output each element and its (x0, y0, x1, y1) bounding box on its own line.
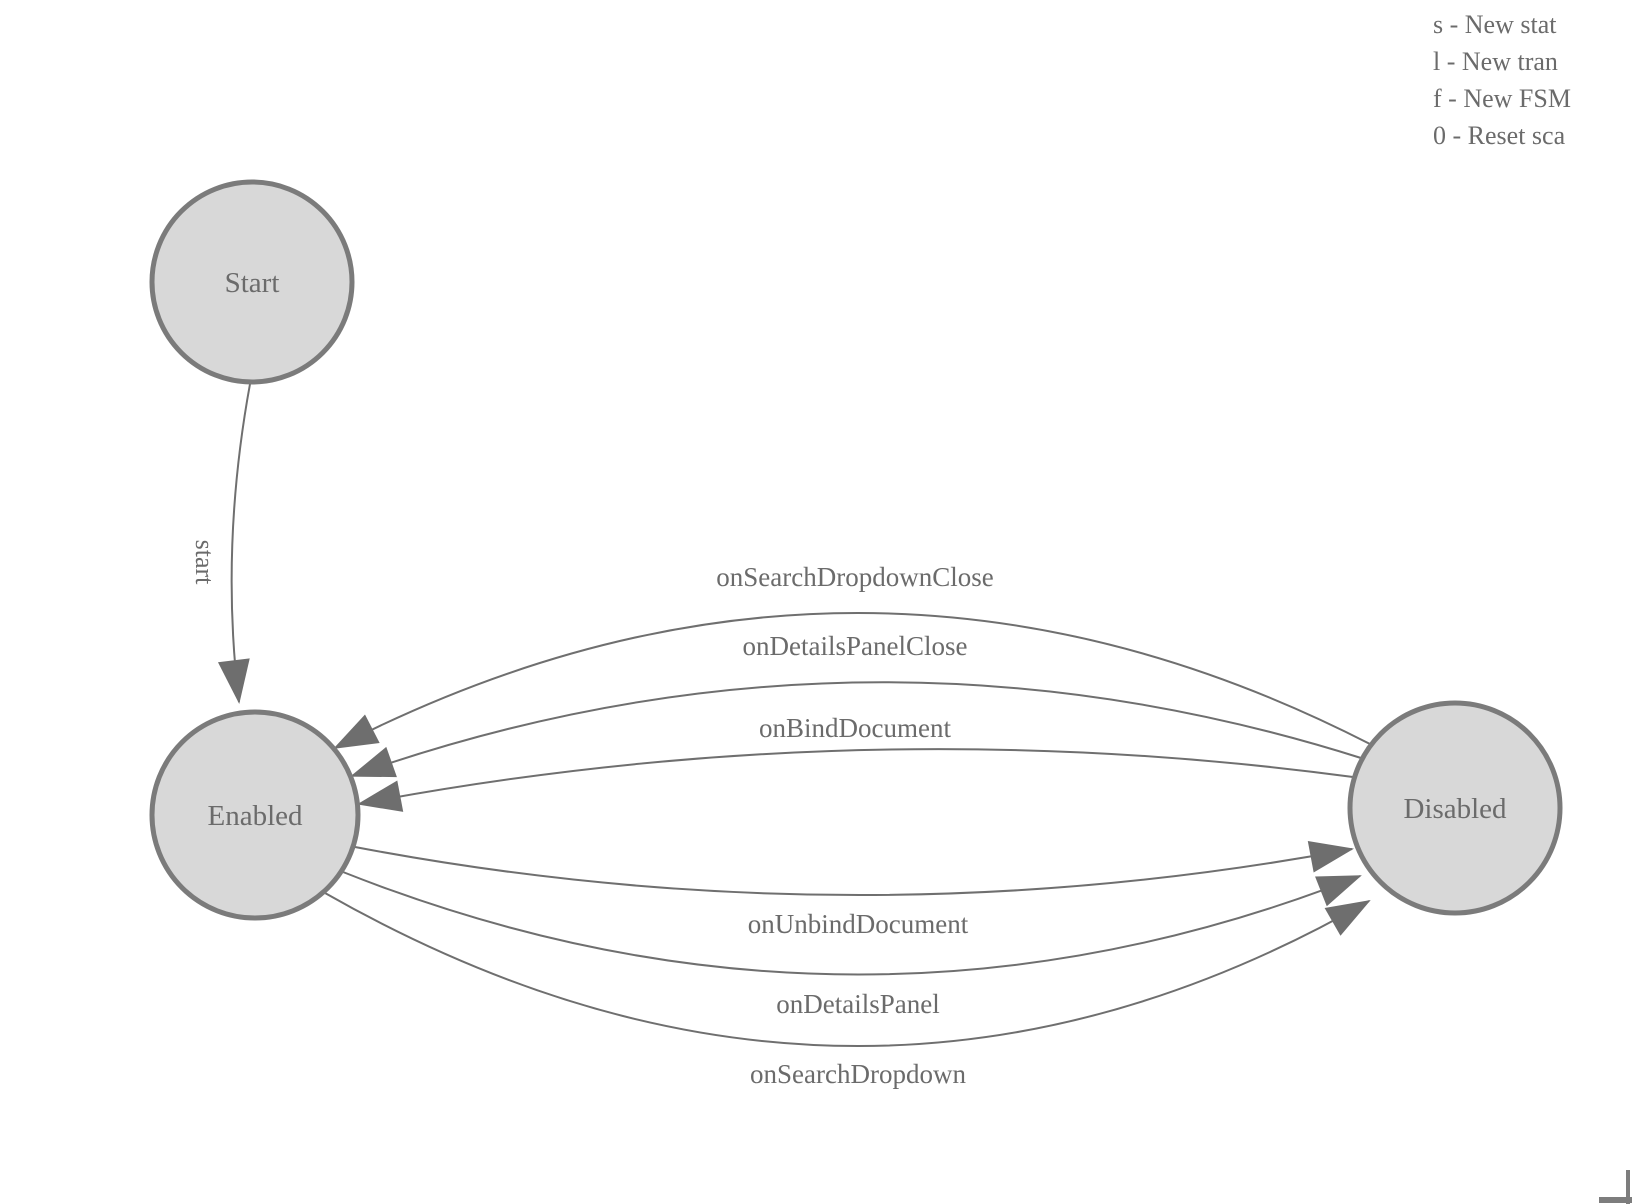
edge-start: start (190, 383, 251, 704)
edge-onDetailsPanelClose-path (350, 681, 1362, 778)
legend-line-reset: 0 - Reset sca (1433, 121, 1566, 150)
edge-label-onUnbindDocument: onUnbindDocument (748, 909, 969, 939)
edge-onDetailsPanelClose: onDetailsPanelClose (350, 631, 1362, 778)
state-node-disabled[interactable]: Disabled (1347, 700, 1563, 916)
edge-label-start: start (190, 540, 219, 586)
legend-line-new-state: s - New stat (1433, 10, 1557, 39)
clipped-corner-element (1599, 1170, 1632, 1204)
corner-vertical-bar (1626, 1170, 1630, 1204)
edge-onDetailsPanel: onDetailsPanel (342, 871, 1362, 1019)
edge-label-onDetailsPanel: onDetailsPanel (776, 989, 939, 1019)
edge-onSearchDropdownClose: onSearchDropdownClose (333, 562, 1371, 749)
edge-onSearchDropdown-path (324, 892, 1371, 1047)
edge-onSearchDropdown: onSearchDropdown (324, 892, 1371, 1089)
edge-onUnbindDocument: onUnbindDocument (354, 840, 1354, 939)
edge-start-path (217, 383, 251, 704)
state-node-start[interactable]: Start (149, 179, 355, 385)
edge-onBindDocument-path (357, 748, 1354, 812)
shortcut-legend: s - New stat l - New tran f - New FSM 0 … (1433, 6, 1632, 154)
edge-onUnbindDocument-path (354, 840, 1354, 896)
edge-onDetailsPanel-path (342, 871, 1362, 976)
state-label-start: Start (225, 267, 280, 299)
edge-onSearchDropdownClose-path (333, 612, 1371, 749)
state-label-disabled: Disabled (1403, 793, 1507, 825)
legend-line-new-fsm: f - New FSM (1433, 84, 1571, 113)
edge-label-onSearchDropdownClose: onSearchDropdownClose (716, 562, 993, 592)
state-circle-start[interactable] (149, 179, 355, 385)
state-circle-disabled[interactable] (1347, 700, 1563, 916)
edge-label-onBindDocument: onBindDocument (759, 713, 951, 743)
edge-onBindDocument: onBindDocument (357, 713, 1354, 812)
state-label-enabled: Enabled (207, 800, 303, 832)
edge-label-onSearchDropdown: onSearchDropdown (750, 1059, 966, 1089)
corner-horizontal-bar (1599, 1197, 1632, 1203)
legend-line-new-transition: l - New tran (1433, 47, 1558, 76)
state-node-enabled[interactable]: Enabled (149, 709, 361, 921)
edge-label-onDetailsPanelClose: onDetailsPanelClose (743, 631, 968, 661)
state-circle-enabled[interactable] (149, 709, 361, 921)
